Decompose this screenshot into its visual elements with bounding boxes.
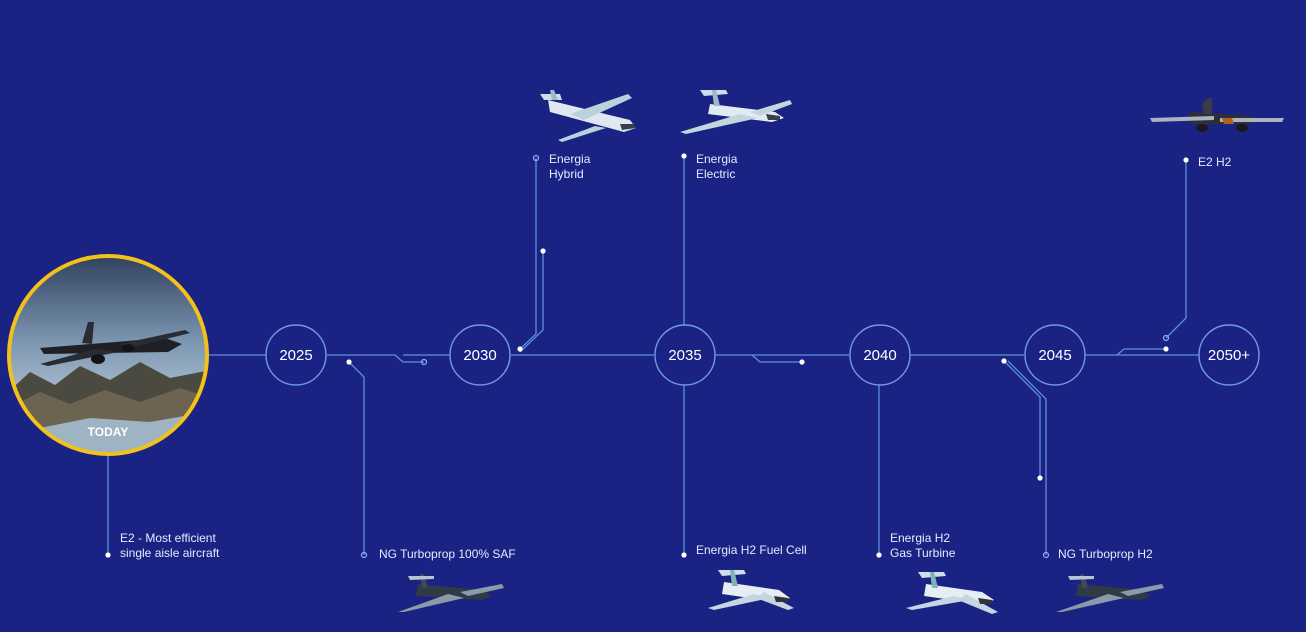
year-node-2050-plus: 2050+	[1198, 324, 1260, 386]
caption-line: Gas Turbine	[890, 546, 956, 560]
caption-line: Electric	[696, 167, 736, 181]
year-node-2040: 2040	[849, 324, 911, 386]
caption-line: Energia	[549, 152, 591, 166]
year-node-2030: 2030	[449, 324, 511, 386]
caption-line: Energia H2	[890, 531, 951, 545]
caption-e2: E2 - Most efficient single aisle aircraf…	[120, 531, 219, 561]
year-label: 2040	[863, 347, 896, 364]
today-ring	[7, 254, 209, 456]
year-label: 2045	[1038, 347, 1071, 364]
year-label: 2050+	[1208, 347, 1250, 364]
year-label: 2035	[668, 347, 701, 364]
e2-h2-aircraft-icon	[1150, 98, 1284, 132]
caption-line: E2 - Most efficient	[120, 531, 216, 545]
energia-h2-gas-turbine-aircraft-icon	[906, 572, 998, 614]
connector-rings	[360, 154, 1170, 559]
caption-energia-hybrid: Energia Hybrid	[549, 152, 590, 182]
caption-e2-h2: E2 H2	[1198, 155, 1232, 169]
today-photo: TODAY	[7, 254, 209, 456]
caption-line: Energia	[696, 152, 738, 166]
ng-turboprop-saf-aircraft-icon	[398, 574, 504, 612]
energia-hybrid-aircraft-icon	[540, 90, 636, 142]
year-label: 2030	[463, 347, 496, 364]
today-label: TODAY	[88, 425, 129, 439]
e2-aircraft-icon	[40, 322, 190, 366]
caption-energia-h2-fuel-cell: Energia H2 Fuel Cell	[696, 543, 807, 557]
caption-energia-electric: Energia Electric	[696, 152, 737, 182]
energia-electric-aircraft-icon	[680, 90, 792, 134]
year-node-2035: 2035	[654, 324, 716, 386]
year-label: 2025	[279, 347, 312, 364]
main-timeline-line	[208, 348, 1199, 363]
caption-ng-turboprop-h2: NG Turboprop H2	[1058, 547, 1153, 561]
ng-turboprop-h2-aircraft-icon	[1056, 574, 1164, 612]
caption-energia-h2-gas-turbine: Energia H2 Gas Turbine	[890, 531, 955, 561]
year-node-2045: 2045	[1024, 324, 1086, 386]
connector-lines	[107, 156, 1187, 555]
caption-line: single aisle aircraft	[120, 546, 220, 560]
year-node-2025: 2025	[265, 324, 327, 386]
caption-ng-turboprop-saf: NG Turboprop 100% SAF	[379, 547, 516, 561]
caption-line: Hybrid	[549, 167, 584, 181]
energia-h2-fuel-cell-aircraft-icon	[708, 570, 794, 610]
connector-dots	[105, 153, 1189, 558]
